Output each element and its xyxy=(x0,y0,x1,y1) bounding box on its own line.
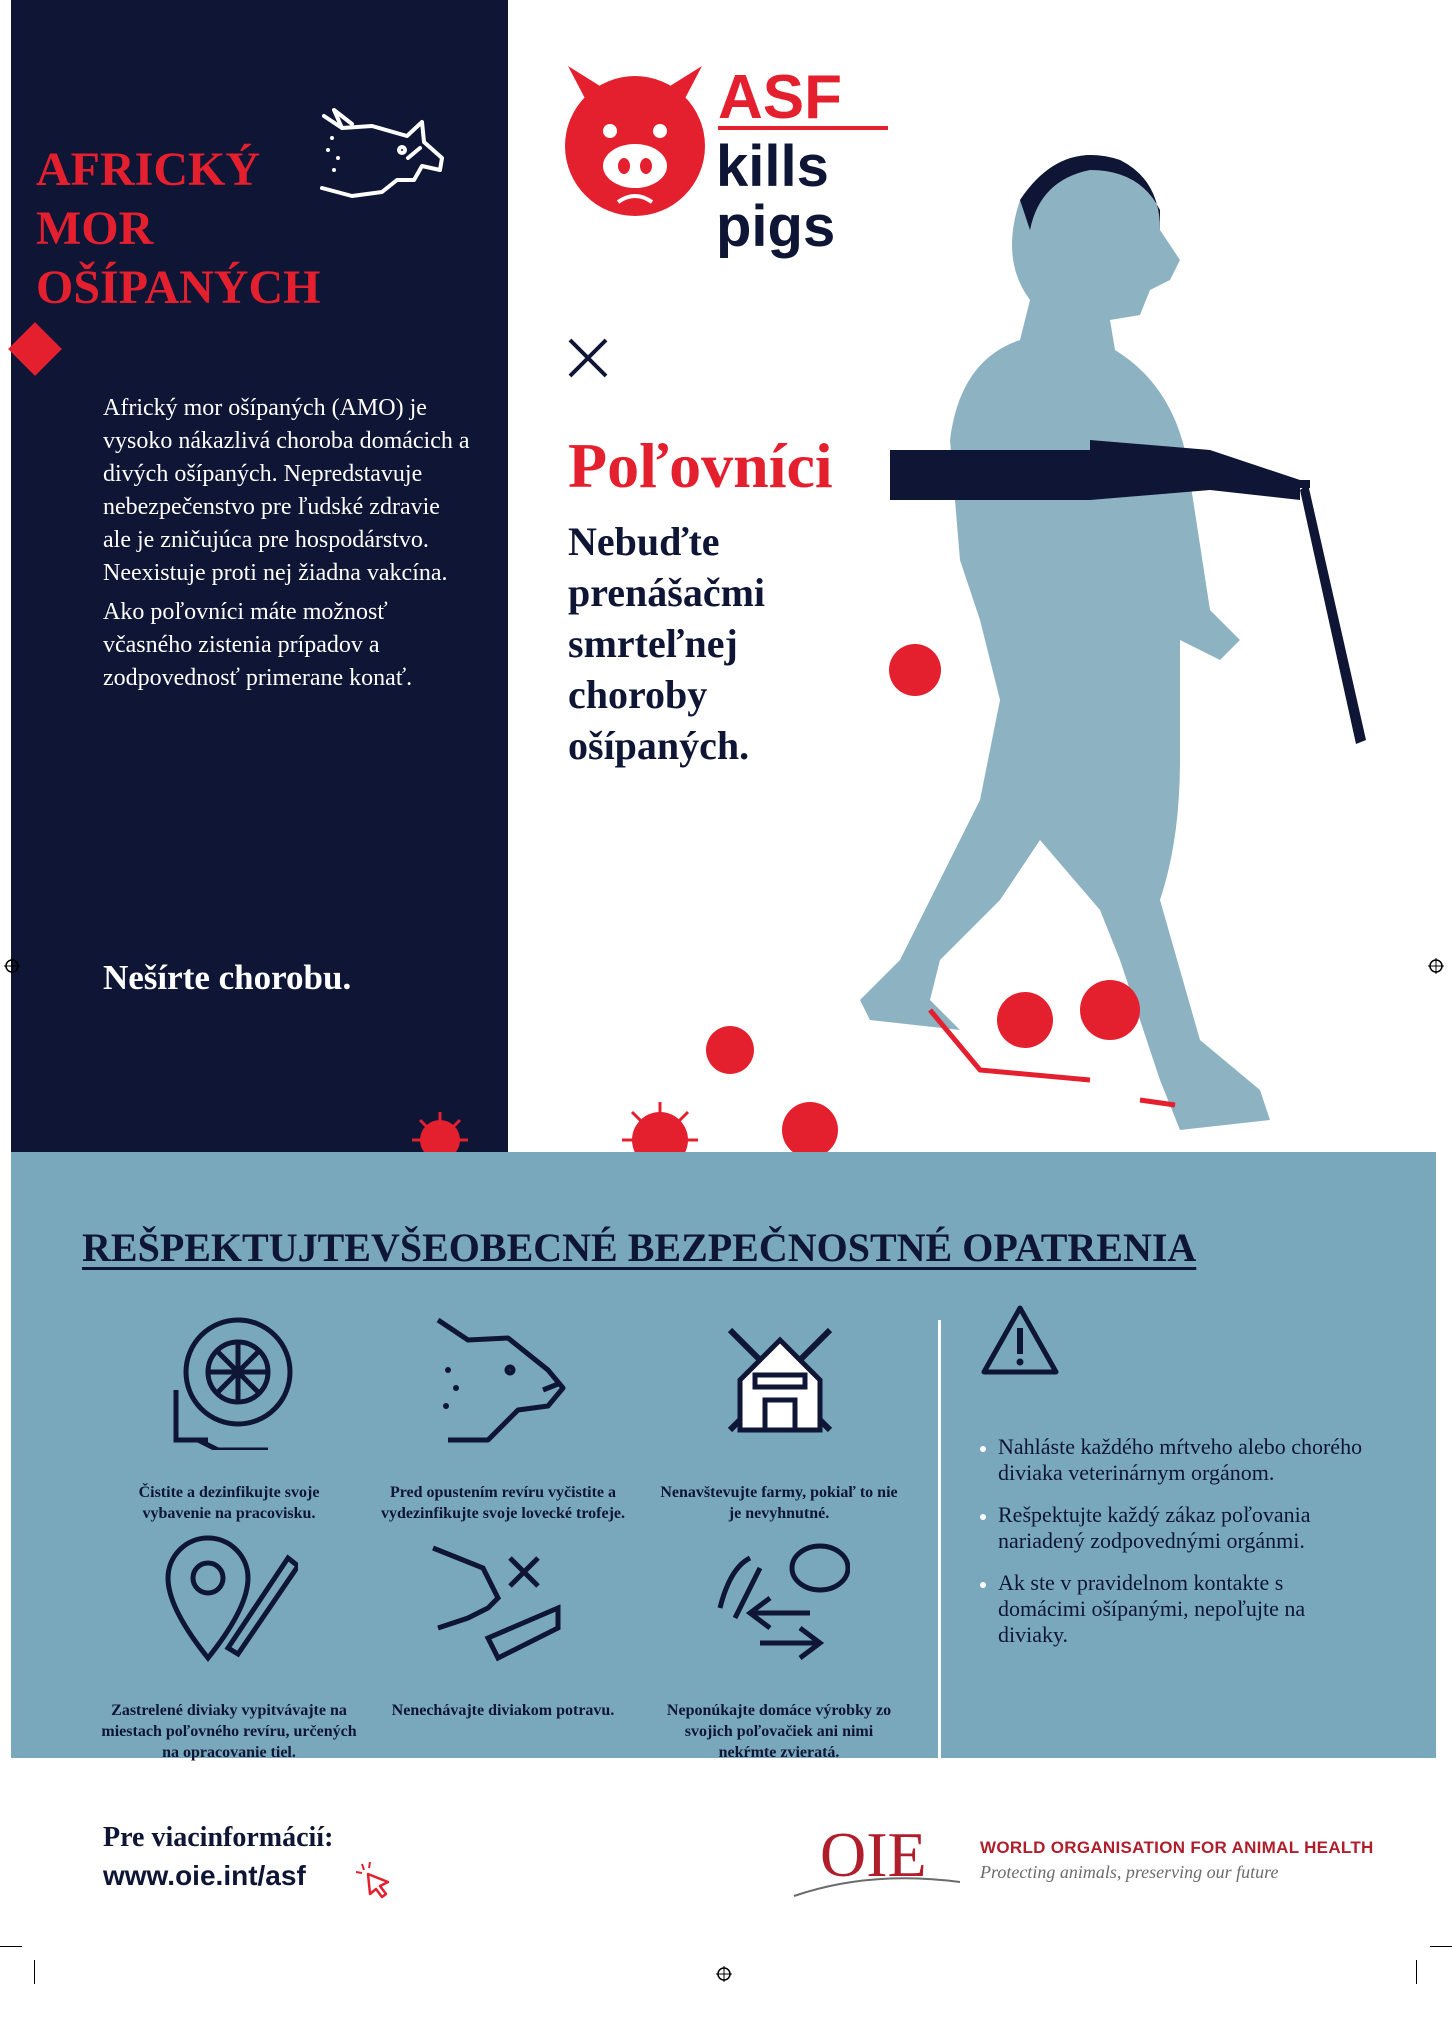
rule-item: Ak ste v pravidelnom kontakte s domácimi… xyxy=(978,1570,1368,1648)
more-info-label: Pre viacinformácií: xyxy=(103,1822,334,1853)
cursor-click-icon xyxy=(355,1861,390,1899)
more-info-link[interactable]: www.oie.int/asf xyxy=(103,1860,306,1891)
registration-mark-icon xyxy=(716,1966,732,1982)
rules-list: Nahláste každého mŕtveho alebo chorého d… xyxy=(978,1434,1368,1664)
tile-caption-4: Zastrelené diviaky vypitvávajte na miest… xyxy=(101,1702,357,1761)
crop-mark xyxy=(0,1946,22,1947)
virus-particles xyxy=(706,644,1140,1158)
boar-head-icon xyxy=(436,1317,566,1443)
asf-kills-pigs-logo: ASF kills pigs xyxy=(565,63,888,259)
boar-outline-icon xyxy=(320,108,444,198)
location-knife-icon xyxy=(165,1535,298,1663)
audience-title: Poľovníci xyxy=(568,430,833,501)
tile-caption-5: Nenechávajte diviakom potravu. xyxy=(391,1702,615,1719)
title-line-3: OŠÍPANÝCH xyxy=(36,261,321,314)
tile-caption-2: Pred opustením revíru vyčistite a vydezi… xyxy=(380,1484,626,1522)
logo-kills: kills xyxy=(716,134,829,199)
tile-caption-1: Čistite a dezinfikujte svoje vybavenie n… xyxy=(138,1484,320,1522)
logo-asf: ASF xyxy=(718,63,842,132)
measures-title: REŠPEKTUJTEVŠEOBECNÉ BEZPEČNOSTNÉ OPATRE… xyxy=(82,1225,1197,1270)
section-divider xyxy=(938,1320,941,1760)
organisation-motto: Protecting animals, preserving our futur… xyxy=(980,1862,1279,1882)
no-feeding-icon xyxy=(432,1545,561,1662)
intro-paragraph-2: Ako poľovníci máte možnosť včasného zist… xyxy=(103,599,413,691)
registration-mark-icon xyxy=(1428,958,1444,974)
audience-subtitle: Nebuďte prenášačmi smrteľnej choroby oší… xyxy=(568,519,766,768)
tile-caption-3: Nenavštevujte farmy, pokiaľ to nie je ne… xyxy=(660,1484,898,1522)
tire-boots-gloves-icon xyxy=(173,1317,293,1450)
poster-title: AFRICKÝ MOR OŠÍPANÝCH xyxy=(36,140,366,317)
left-panel xyxy=(11,0,508,1152)
organisation-name: WORLD ORGANISATION FOR ANIMAL HEALTH xyxy=(980,1838,1374,1857)
hunter-silhouette-illustration xyxy=(706,155,1366,1158)
title-line-1: AFRICKÝ xyxy=(36,143,260,196)
intro-text: Africký mor ošípaných (AMO) je vysoko ná… xyxy=(103,392,473,701)
rule-item: Rešpektujte každý zákaz poľovania nariad… xyxy=(978,1502,1368,1554)
sausage-exchange-icon xyxy=(717,1543,850,1660)
crop-mark xyxy=(1430,1946,1452,1947)
warning-icon xyxy=(981,1305,1059,1375)
oie-logo: OIE xyxy=(793,1819,961,1897)
measures-section xyxy=(11,1152,1436,1758)
title-line-2: MOR xyxy=(36,202,154,255)
registration-mark-icon xyxy=(4,958,20,974)
crop-mark xyxy=(34,1960,35,1984)
crop-mark xyxy=(1416,1960,1417,1984)
logo-pigs: pigs xyxy=(716,194,835,259)
pig-face-icon xyxy=(565,66,705,216)
tile-caption-6: Neponúkajte domáce výrobky zo svojich po… xyxy=(666,1702,892,1761)
rule-item: Nahláste každého mŕtveho alebo chorého d… xyxy=(978,1434,1368,1486)
intro-paragraph-1: Africký mor ošípaných (AMO) je vysoko ná… xyxy=(103,395,470,586)
close-icon xyxy=(568,338,608,378)
no-farm-icon xyxy=(727,1327,833,1433)
tagline: Nešírte chorobu. xyxy=(103,958,352,997)
